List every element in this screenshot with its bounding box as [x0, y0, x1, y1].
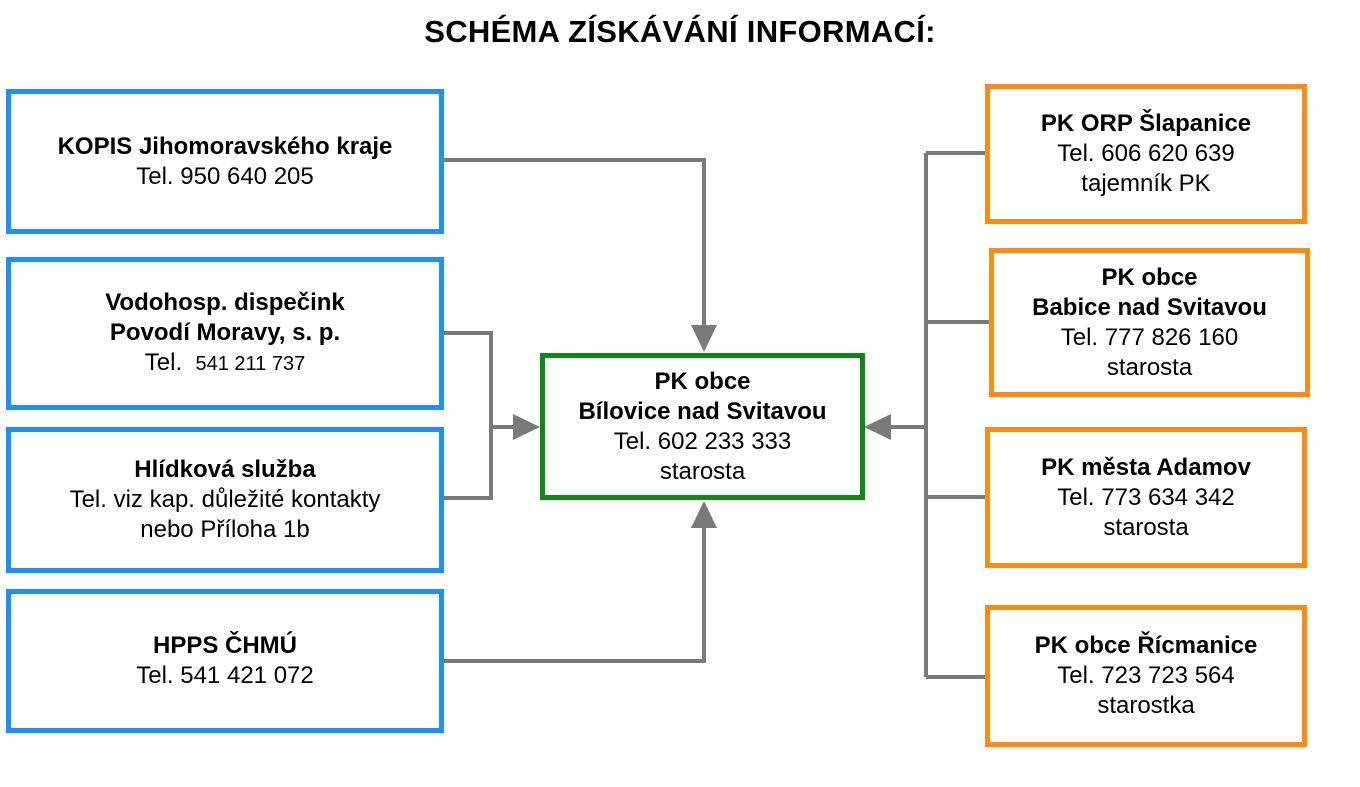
- connector-vodohosp: [443, 331, 493, 500]
- box-vodohosp-name-1: Vodohosp. dispečink: [105, 289, 345, 316]
- box-adamov: PK města Adamov Tel. 773 634 342 starost…: [985, 427, 1307, 568]
- box-adamov-phone: Tel. 773 634 342: [1057, 483, 1235, 511]
- box-vodohosp-phone-number: 541 211 737: [195, 353, 306, 375]
- box-kopis: KOPIS Jihomoravského kraje Tel. 950 640 …: [6, 89, 444, 234]
- box-slapanice: PK ORP Šlapanice Tel. 606 620 639 tajemn…: [985, 84, 1307, 224]
- diagram-title: SCHÉMA ZÍSKÁVÁNÍ INFORMACÍ:: [424, 14, 936, 49]
- box-hpps: HPPS ČHMÚ Tel. 541 421 072: [6, 589, 444, 733]
- box-ricmanice-phone: Tel. 723 723 564: [1057, 662, 1235, 689]
- box-slapanice-phone: Tel. 606 620 639: [1057, 140, 1235, 167]
- box-center-bilovice: PK obce Bílovice nad Svitavou Tel. 602 2…: [540, 353, 865, 500]
- box-ricmanice: PK obce Řícmanice Tel. 723 723 564 staro…: [985, 605, 1307, 747]
- box-hlidkova-line3: nebo Příloha 1b: [140, 516, 310, 543]
- box-vodohosp-phone: Tel. 541 211 737: [145, 348, 305, 379]
- box-hlidkova-line2: Tel. viz kap. důležité kontakty: [69, 486, 381, 513]
- box-hlidkova-name: Hlídková služba: [134, 456, 316, 483]
- box-babice: PK obce Babice nad Svitavou Tel. 777 826…: [989, 248, 1310, 397]
- box-ricmanice-name: PK obce Řícmanice: [1034, 632, 1258, 659]
- arrow-right-icon: [513, 414, 540, 440]
- box-babice-name-2: Babice nad Svitavou: [1032, 293, 1267, 321]
- box-vodohosp-name-2: Povodí Moravy, s. p.: [109, 319, 341, 346]
- center-role: starosta: [659, 457, 746, 485]
- center-line2: Bílovice nad Svitavou: [578, 397, 827, 425]
- connector-hpps: [443, 525, 706, 663]
- box-hlidkova: Hlídková služba Tel. viz kap. důležité k…: [6, 427, 444, 573]
- center-phone: Tel. 602 233 333: [613, 427, 792, 455]
- box-vodohosp: Vodohosp. dispečink Povodí Moravy, s. p.…: [6, 257, 444, 410]
- box-kopis-name: KOPIS Jihomoravského kraje: [57, 132, 393, 160]
- box-babice-phone: Tel. 777 826 160: [1060, 323, 1239, 351]
- box-kopis-phone: Tel. 950 640 205: [136, 162, 314, 190]
- center-line1: PK obce: [654, 367, 751, 395]
- arrow-up-icon: [691, 501, 717, 528]
- box-slapanice-name: PK ORP Šlapanice: [1040, 110, 1252, 137]
- box-hpps-name: HPPS ČHMÚ: [152, 632, 297, 659]
- box-adamov-role: starosta: [1103, 513, 1189, 541]
- box-vodohosp-phone-label: Tel.: [144, 349, 183, 376]
- box-adamov-name: PK města Adamov: [1041, 453, 1251, 481]
- box-ricmanice-role: starostka: [1097, 692, 1195, 719]
- box-slapanice-role: tajemník PK: [1081, 170, 1211, 197]
- box-hpps-phone: Tel. 541 421 072: [136, 662, 314, 689]
- connector-kopis: [443, 158, 706, 328]
- arrow-down-icon: [691, 325, 717, 352]
- box-babice-role: starosta: [1106, 353, 1193, 381]
- arrow-left-icon: [864, 414, 891, 440]
- box-babice-name-1: PK obce: [1101, 263, 1198, 291]
